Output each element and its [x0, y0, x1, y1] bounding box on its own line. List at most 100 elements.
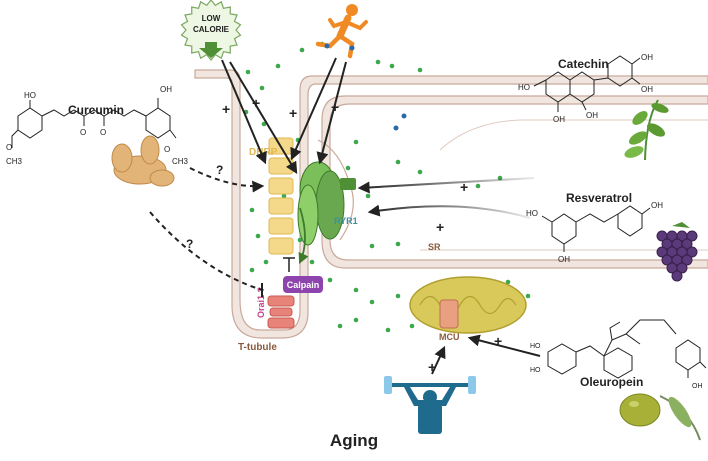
low-calorie-line1: LOW — [202, 14, 221, 23]
orai1-label: Orai1 ? — [256, 287, 266, 318]
resveratrol-structure — [541, 205, 651, 252]
ginger-icon — [111, 135, 175, 187]
sr-label: SR — [428, 242, 441, 252]
ca-release-arrow — [298, 207, 309, 264]
grape-berry — [681, 254, 693, 266]
calcium-dot — [261, 121, 267, 127]
plus-sign: + — [428, 359, 436, 375]
grape-berry — [686, 230, 698, 242]
calcium-dot — [395, 241, 401, 247]
chem-ch3: CH3 — [172, 157, 189, 166]
chem-oh: OH — [586, 111, 598, 120]
curcumin-label: Curcumin — [68, 103, 124, 117]
plus-sign: + — [331, 99, 339, 115]
calcium-dot — [245, 69, 251, 75]
chem-o: O — [6, 143, 12, 152]
sarcolemma-membrane — [194, 69, 708, 339]
chem-oh: OH — [692, 383, 703, 390]
chem-ho: HO — [526, 209, 538, 218]
catechin-label: Catechin — [558, 57, 609, 71]
calcium-dot — [249, 207, 255, 213]
low-calorie-line2: CALORIE — [193, 25, 230, 34]
calcium-dot — [417, 169, 423, 175]
plus-sign: + — [494, 333, 502, 349]
calcium-dot — [369, 243, 375, 249]
chem-oh: HO — [24, 91, 36, 100]
plus-sign: + — [436, 219, 444, 235]
oleuropein-label: Oleuropein — [580, 375, 643, 389]
olive-icon — [619, 393, 701, 441]
ryr1-channel — [297, 161, 356, 246]
calcium-dot — [299, 47, 305, 53]
grape-berry — [681, 238, 693, 250]
plus-sign: + — [222, 101, 230, 117]
page-title: Aging — [330, 431, 378, 450]
chem-ch3: CH3 — [6, 157, 23, 166]
calcium-dot — [395, 159, 401, 165]
chem-oh: OH — [641, 85, 653, 94]
plus-sign: + — [252, 95, 260, 111]
question-mark: ? — [186, 237, 193, 251]
effect-arrows — [149, 57, 541, 375]
grape-berry — [671, 270, 683, 282]
chem-ho: HO — [530, 367, 541, 374]
calcium-dot — [475, 183, 481, 189]
calcium-dot — [389, 63, 395, 69]
runner-icon — [315, 4, 368, 59]
calcium-dot — [353, 317, 359, 323]
calcium-dot — [281, 193, 287, 199]
runner-dot — [324, 43, 330, 49]
calpain-box — [283, 276, 323, 293]
calcium-dot — [395, 293, 401, 299]
calcium-dot — [409, 323, 415, 329]
calcium-dot — [417, 67, 423, 73]
calcium-dot — [505, 279, 511, 285]
chem-o: O — [100, 128, 106, 137]
grape-icon — [656, 222, 698, 282]
leaf-icon — [624, 99, 669, 161]
t-tubule-label: T-tubule — [238, 342, 277, 353]
calcium-dot — [263, 259, 269, 265]
chem-oh: OH — [553, 115, 565, 124]
calpain-inhibit-bar — [283, 257, 295, 272]
calcium-dot — [353, 287, 359, 293]
mcu-label: MCU — [439, 332, 460, 342]
resveratrol-label: Resveratrol — [566, 191, 632, 205]
blue-dot — [393, 125, 399, 131]
calcium-dot — [525, 293, 531, 299]
calcium-dot — [365, 193, 371, 199]
chem-oh: OH — [558, 255, 570, 264]
calcium-dot — [297, 237, 303, 243]
calcium-dot — [255, 233, 261, 239]
chem-o: O — [164, 145, 170, 154]
calcium-dot — [327, 277, 333, 283]
calcium-dot — [385, 327, 391, 333]
chem-ho: HO — [530, 343, 541, 350]
low-calorie-badge — [180, 0, 242, 61]
calcium-dot — [375, 59, 381, 65]
runner-dot — [349, 45, 355, 51]
grape-berry — [676, 262, 688, 274]
blue-dot — [401, 113, 407, 119]
calcium-dot — [249, 267, 255, 273]
weightlifter-icon — [384, 376, 476, 434]
calcium-dot — [259, 85, 265, 91]
calcium-dot — [275, 63, 281, 69]
calcium-dot — [345, 165, 351, 171]
calpain-label: Calpain — [287, 280, 320, 290]
catechin-structure — [533, 55, 641, 112]
calcium-dot — [309, 259, 315, 265]
calcium-dot — [369, 299, 375, 305]
curcumin-structure — [11, 98, 177, 148]
calcium-dot — [353, 139, 359, 145]
chem-oh: OH — [641, 53, 653, 62]
down-arrow-icon — [199, 42, 223, 58]
chem-oh: OH — [160, 85, 172, 94]
plus-sign: + — [460, 179, 468, 195]
chem-oh: OH — [651, 201, 663, 210]
plus-sign: + — [289, 105, 297, 121]
orai1-channel — [267, 295, 295, 329]
oleuropein-structure — [547, 319, 707, 379]
mitochondrion — [409, 276, 527, 334]
